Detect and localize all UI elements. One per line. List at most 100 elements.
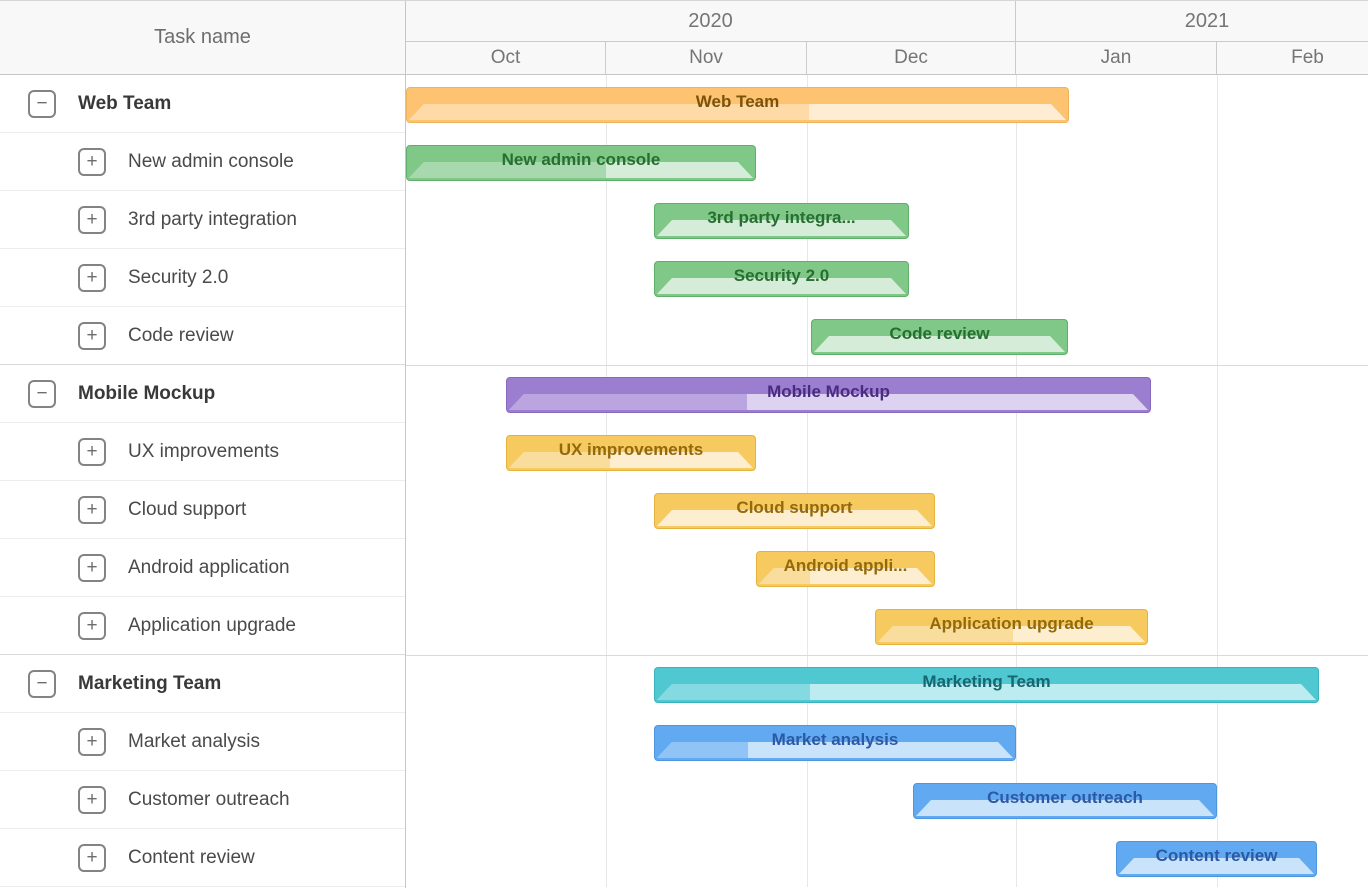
gantt-bar[interactable]: UX improvements: [506, 435, 756, 471]
bar-progress-fill: [657, 742, 748, 758]
task-row[interactable]: +Code review: [0, 307, 405, 365]
task-row[interactable]: +Application upgrade: [0, 597, 405, 655]
task-row[interactable]: −Web Team: [0, 75, 405, 133]
grid-body: −Web Team+New admin console+3rd party in…: [0, 75, 405, 887]
gantt-bar[interactable]: Web Team: [406, 87, 1069, 123]
bar-progress-track: [657, 684, 1316, 700]
bar-progress-track: [916, 800, 1214, 816]
month-gridline: [807, 75, 808, 887]
task-row[interactable]: + Security 2.0: [0, 249, 405, 307]
bar-progress-track: [409, 162, 753, 178]
bar-progress-fill: [759, 568, 810, 584]
task-row[interactable]: −Mobile Mockup: [0, 365, 405, 423]
gantt-bar[interactable]: Android appli...: [756, 551, 935, 587]
bar-progress-fill: [878, 626, 1013, 642]
month-cell: Nov: [606, 42, 807, 74]
bar-progress-fill: [409, 104, 809, 120]
bar-progress-track: [409, 104, 1066, 120]
task-label: Mobile Mockup: [78, 382, 216, 404]
month-cell: Jan: [1016, 42, 1217, 74]
bar-label: Application upgrade: [929, 614, 1094, 633]
bar-label: Cloud support: [736, 498, 853, 517]
task-label: Market analysis: [128, 730, 260, 752]
task-label: UX improvements: [128, 440, 279, 462]
collapse-button[interactable]: −: [28, 89, 56, 118]
expand-button[interactable]: +: [78, 147, 106, 176]
task-row[interactable]: + UX improvements: [0, 423, 405, 481]
bar-label: Market analysis: [771, 730, 899, 749]
bar-label: Content review: [1155, 846, 1278, 865]
task-label: 3rd party integration: [128, 208, 297, 230]
gantt-bar[interactable]: Cloud support: [654, 493, 935, 529]
bar-progress-track: [759, 568, 932, 584]
gantt-bar[interactable]: Market analysis: [654, 725, 1016, 761]
expand-button[interactable]: +: [78, 785, 106, 814]
task-grid: Task name −Web Team+New admin console+3r…: [0, 1, 406, 888]
bar-progress-track: [657, 742, 1013, 758]
bar-label: New admin console: [501, 150, 661, 169]
task-row[interactable]: +Content review: [0, 829, 405, 887]
task-row[interactable]: + Customer outreach: [0, 771, 405, 829]
bar-label: Code review: [889, 324, 990, 343]
bar-label: Web Team: [695, 92, 780, 111]
bar-progress-fill: [409, 162, 606, 178]
task-row[interactable]: + Market analysis: [0, 713, 405, 771]
expand-button[interactable]: +: [78, 495, 106, 524]
bar-progress-track: [657, 510, 932, 526]
expand-button[interactable]: +: [78, 553, 106, 582]
task-row[interactable]: −Marketing Team: [0, 655, 405, 713]
bar-progress-track: [814, 336, 1065, 352]
task-row[interactable]: + Android application: [0, 539, 405, 597]
task-label: Marketing Team: [78, 672, 222, 694]
year-cell: 2020: [406, 1, 1016, 41]
gantt-bar[interactable]: Code review: [811, 319, 1068, 355]
task-row[interactable]: +Cloud support: [0, 481, 405, 539]
band-separator: [406, 655, 1368, 656]
month-gridline: [606, 75, 607, 887]
gantt-bar[interactable]: Marketing Team: [654, 667, 1319, 703]
task-label: Android application: [128, 556, 290, 578]
collapse-button[interactable]: −: [28, 669, 56, 698]
expand-button[interactable]: +: [78, 205, 106, 234]
band-separator: [406, 365, 1368, 366]
expand-button[interactable]: +: [78, 321, 106, 350]
bar-label: UX improvements: [558, 440, 704, 459]
task-label: Customer outreach: [128, 788, 290, 810]
grid-header-title: Task name: [154, 26, 251, 48]
month-cell: Oct: [406, 42, 606, 74]
bar-progress-track: [657, 278, 906, 294]
collapse-button[interactable]: −: [28, 379, 56, 408]
bar-label: Customer outreach: [987, 788, 1143, 807]
month-gridline: [1016, 75, 1017, 887]
month-cell: Feb: [1217, 42, 1368, 74]
expand-button[interactable]: +: [78, 611, 106, 640]
month-cell: Dec: [807, 42, 1016, 74]
gantt-bar[interactable]: Content review: [1116, 841, 1317, 877]
task-row[interactable]: +New admin console: [0, 133, 405, 191]
expand-button[interactable]: +: [78, 437, 106, 466]
expand-button[interactable]: +: [78, 263, 106, 292]
bar-progress-fill: [509, 394, 747, 410]
gantt-bar[interactable]: 3rd party integra...: [654, 203, 909, 239]
expand-button[interactable]: +: [78, 843, 106, 872]
bar-label: Mobile Mockup: [767, 382, 890, 401]
bar-progress-track: [509, 394, 1148, 410]
grid-header: Task name: [0, 1, 405, 75]
bar-label: 3rd party integra...: [707, 208, 856, 227]
expand-button[interactable]: +: [78, 727, 106, 756]
gantt-bar[interactable]: Customer outreach: [913, 783, 1217, 819]
bar-label: Marketing Team: [922, 672, 1051, 691]
bar-label: Security 2.0: [733, 266, 830, 285]
gantt-bar[interactable]: Application upgrade: [875, 609, 1148, 645]
task-row[interactable]: +3rd party integration: [0, 191, 405, 249]
gantt-bar[interactable]: Security 2.0: [654, 261, 909, 297]
gantt-bar[interactable]: New admin console: [406, 145, 756, 181]
bar-progress-track: [878, 626, 1145, 642]
year-cell: 2021: [1016, 1, 1368, 41]
month-gridline: [1217, 75, 1218, 887]
gantt-bar[interactable]: Mobile Mockup: [506, 377, 1151, 413]
task-label: Security 2.0: [128, 266, 229, 288]
